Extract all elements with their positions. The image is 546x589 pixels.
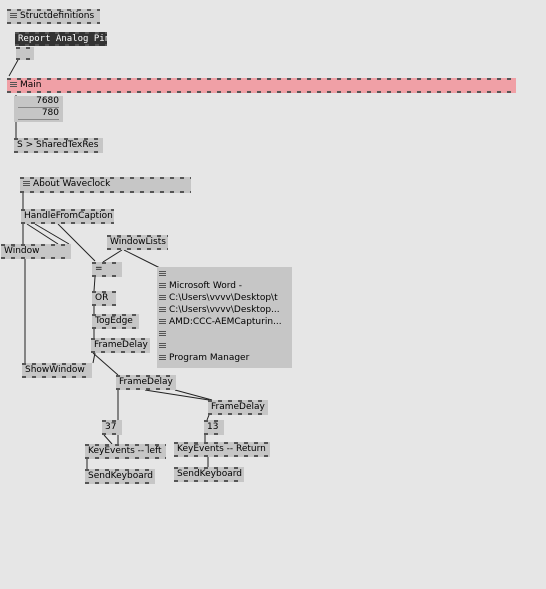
menu-icon <box>159 270 166 277</box>
about-waveclock-node[interactable]: About Waveclock <box>20 177 191 193</box>
send-keyboard-node-1[interactable]: SendKeyboard <box>85 469 155 484</box>
report-analog-pins-node[interactable]: Report Analog Pins <box>15 32 107 46</box>
height-value[interactable]: 780 <box>18 108 59 120</box>
send-keyboard-node-2[interactable]: SendKeyboard <box>174 467 244 482</box>
tog-edge-node[interactable]: TogEdge <box>92 314 139 329</box>
resolution-input[interactable]: 7680 780 <box>14 96 63 122</box>
frame-delay-node-1[interactable]: FrameDelay <box>91 338 150 353</box>
menu-icon <box>10 12 17 19</box>
handle-from-caption-node[interactable]: HandleFromCaption <box>21 209 114 224</box>
menu-icon <box>159 354 166 361</box>
window-list: Microsoft Word - C:\Users\vvvv\Desktop\t… <box>157 267 292 364</box>
frame-delay-node-3[interactable]: FrameDelay <box>208 400 268 415</box>
value-37-box[interactable]: 37 <box>102 420 122 435</box>
list-item[interactable]: AMD:CCC-AEMCapturin... <box>157 316 292 328</box>
menu-icon <box>159 282 166 289</box>
frame-delay-node-2[interactable]: FrameDelay <box>116 375 176 390</box>
width-value[interactable]: 7680 <box>18 96 59 108</box>
list-item[interactable]: Program Manager <box>157 352 292 364</box>
list-item[interactable]: C:\Users\vvvv\Desktop... <box>157 304 292 316</box>
list-item[interactable] <box>157 340 292 352</box>
shared-tex-res-node[interactable]: S > SharedTexRes <box>14 138 103 153</box>
menu-icon <box>159 294 166 301</box>
key-events-return-node[interactable]: KeyEvents -- Return <box>174 442 270 457</box>
menu-icon <box>159 306 166 313</box>
key-events-left-node[interactable]: KeyEvents -- left <box>85 444 166 459</box>
menu-icon <box>159 330 166 337</box>
window-node[interactable]: Window <box>1 244 71 259</box>
window-lists-node[interactable]: WindowLists <box>107 235 168 250</box>
list-item[interactable]: C:\Users\vvvv\Desktop\t <box>157 292 292 304</box>
list-item[interactable] <box>157 328 292 340</box>
list-item[interactable]: Microsoft Word - <box>157 280 292 292</box>
equals-node[interactable]: = <box>92 262 122 277</box>
show-window-node[interactable]: ShowWindow <box>22 363 92 378</box>
menu-icon <box>159 342 166 349</box>
menu-icon <box>159 318 166 325</box>
value-13-box[interactable]: 13 <box>204 420 224 435</box>
main-node[interactable]: Main <box>7 78 516 93</box>
menu-icon <box>23 180 30 187</box>
structdefinitions-node[interactable]: Structdefinitions <box>7 9 100 24</box>
toggle-box[interactable] <box>16 47 34 60</box>
list-item[interactable] <box>157 268 292 280</box>
menu-icon <box>10 81 17 88</box>
window-list-panel[interactable]: Microsoft Word - C:\Users\vvvv\Desktop\t… <box>157 267 292 368</box>
or-node[interactable]: OR <box>92 291 116 306</box>
